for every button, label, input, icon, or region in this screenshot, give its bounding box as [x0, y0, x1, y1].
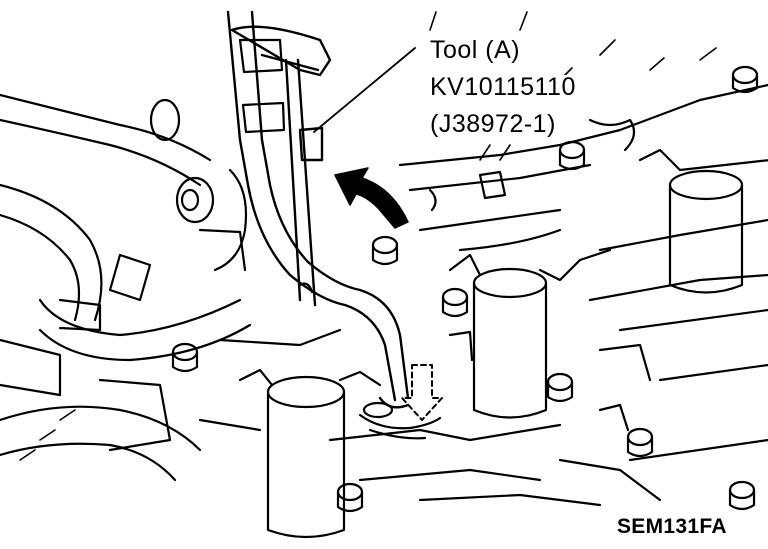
- bolt: [731, 65, 759, 94]
- curved-arrow-icon: [334, 167, 409, 229]
- bolt: [728, 480, 756, 511]
- figure-code: SEM131FA: [617, 515, 727, 538]
- bolts: [171, 65, 759, 513]
- dashed-down-arrow-icon: [401, 364, 443, 421]
- flanges: [238, 148, 768, 387]
- hatching: [19, 11, 717, 461]
- hose-clamps: [58, 98, 248, 332]
- bolt: [171, 342, 199, 373]
- bolt: [441, 287, 469, 318]
- block-outlines: [98, 118, 652, 452]
- callout-tool-name: Tool (A): [430, 36, 521, 64]
- callout-leader: [313, 47, 416, 133]
- cylinder: [472, 267, 548, 419]
- cylinder: [668, 169, 744, 294]
- bolt: [336, 482, 364, 513]
- left-hoses: [0, 93, 252, 482]
- bolt: [558, 140, 586, 171]
- bolt: [371, 235, 399, 266]
- bolt: [546, 372, 574, 403]
- valve-body-lines: [198, 83, 768, 507]
- cylinder: [266, 375, 346, 539]
- bolt: [626, 427, 654, 458]
- tool-a-lever: [226, 10, 410, 409]
- lever-tip-engagement: [358, 401, 442, 440]
- tool-handle-sleeve: [238, 38, 286, 134]
- callout-part-number: KV10115110: [430, 73, 576, 101]
- valve-cylinders: [266, 169, 744, 539]
- callout-alt-part-number: (J38972-1): [430, 110, 556, 138]
